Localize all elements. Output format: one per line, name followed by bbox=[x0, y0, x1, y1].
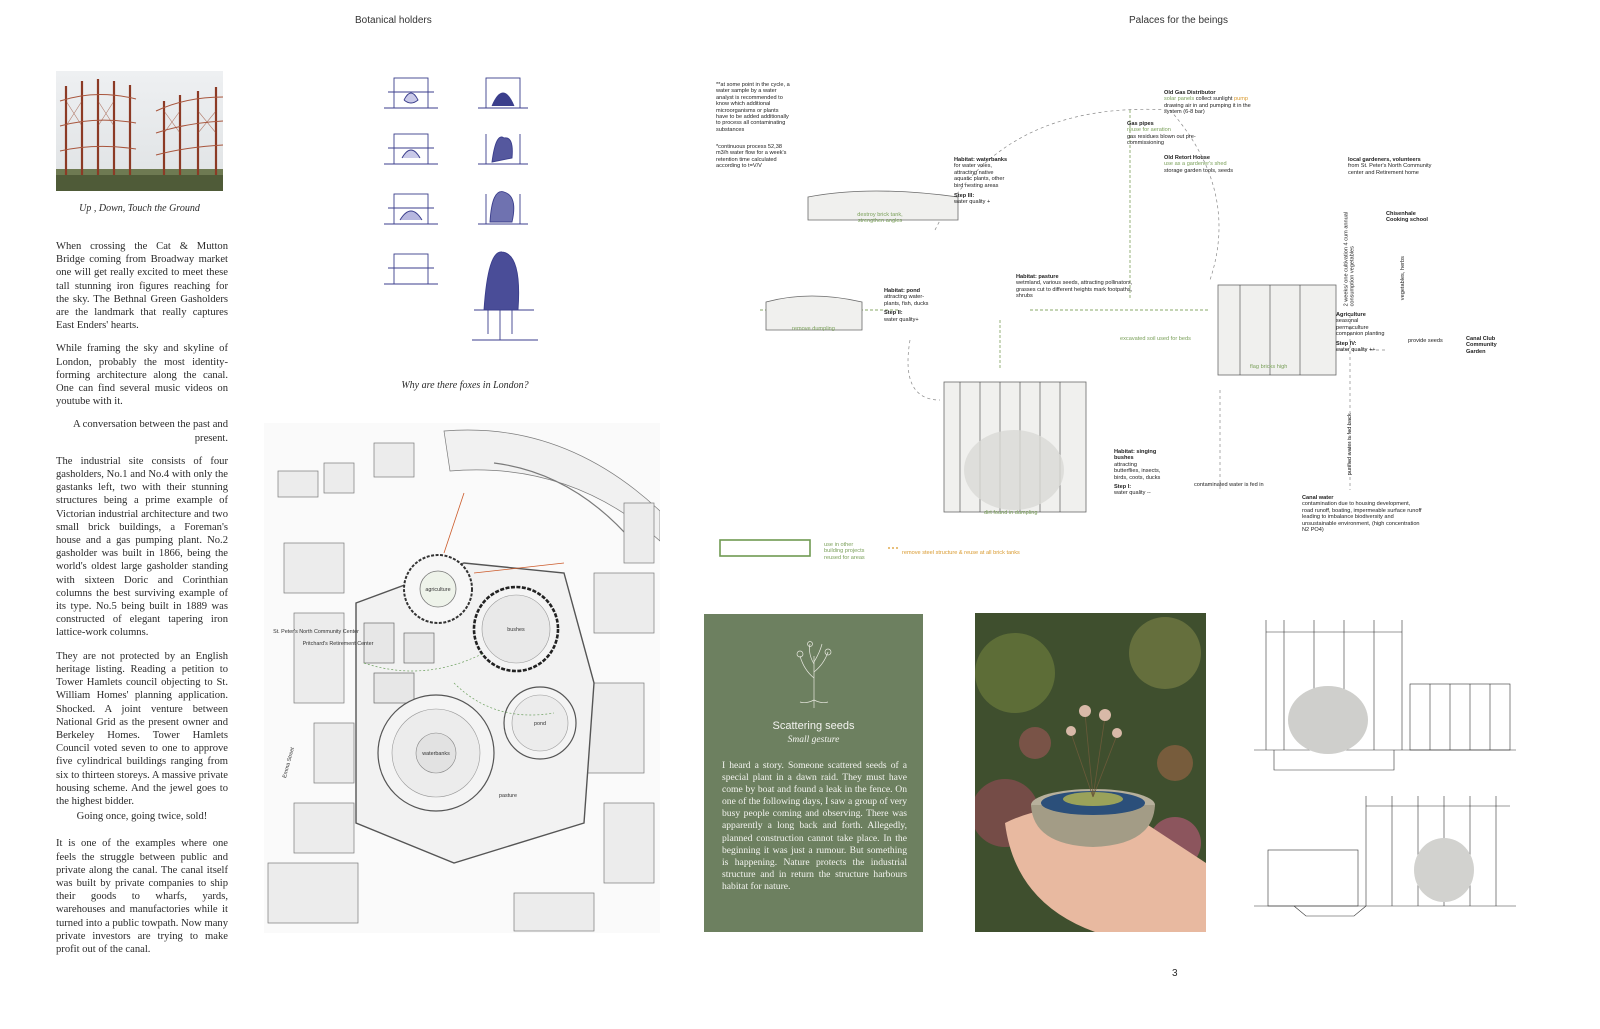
paragraph: They are not protected by an English her… bbox=[56, 650, 228, 807]
old-gas-distributor-label: Old Gas Distributor solar panels collect… bbox=[1164, 90, 1251, 116]
legend-orange: remove steel structure & reuse at all br… bbox=[902, 550, 1020, 556]
scattering-title: Scattering seeds bbox=[772, 720, 855, 732]
paragraph: It is one of the examples where one feel… bbox=[56, 838, 228, 955]
chisenhale-label: Chisenhale Cooking school bbox=[1386, 211, 1428, 224]
paragraph: While framing the sky and skyline of Lon… bbox=[56, 343, 228, 408]
consumption-label: 2 weeks/ one cultivation 4 cum annual co… bbox=[1343, 211, 1356, 307]
page-number: 3 bbox=[1172, 968, 1178, 979]
sketches-caption: Why are there foxes in London? bbox=[401, 380, 529, 391]
page-header-left: Botanical holders bbox=[355, 15, 432, 26]
habitat-pasture-label: Habitat: pasture wetmland, various seeds… bbox=[1016, 274, 1133, 300]
map-label-pritchard: Pritchard's Retirement Center bbox=[303, 641, 374, 647]
waterbanks-note: destroy brick tank, strengthen angles bbox=[857, 212, 903, 225]
photo-caption: Up , Down, Touch the Ground bbox=[79, 203, 200, 214]
paragraph: The industrial site consists of four gas… bbox=[56, 455, 228, 639]
vegetables-label: vegetables, herbs bbox=[1399, 256, 1406, 301]
site-plan: agriculture bushes waterbanks pond pastu… bbox=[264, 423, 660, 933]
agriculture-label: Agriculture seasonal permaculture compan… bbox=[1336, 312, 1385, 354]
habitat-pond-label: Habitat: pond attracting water-plants, f… bbox=[884, 288, 929, 323]
gardeners-label: local gardeners, volunteers from St. Pet… bbox=[1348, 157, 1432, 176]
scattering-body: I heard a story. Someone scattered seeds… bbox=[722, 760, 907, 892]
scattering-subtitle: Small gesture bbox=[787, 735, 840, 745]
section-drawings bbox=[1254, 620, 1516, 917]
botanical-sketches bbox=[384, 77, 538, 341]
bushes-note: dirt found in dumpling bbox=[984, 510, 1038, 516]
map-label-pasture: pasture bbox=[499, 793, 517, 799]
process-diagram bbox=[719, 108, 1385, 557]
planter-photo bbox=[975, 613, 1206, 932]
gas-pipes-label: Gas pipes reuse for aeration gas residue… bbox=[1127, 121, 1196, 147]
paragraph: When crossing the Cat & Mutton Bridge co… bbox=[56, 241, 228, 332]
map-label-pond: pond bbox=[534, 721, 546, 727]
map-label-st-peters: St. Peter's North Community Center bbox=[273, 629, 359, 635]
diagram-note: *continuous process 52,38 m3/h water flo… bbox=[716, 144, 787, 170]
habitat-waterbanks-label: Habitat: waterbanks for water voles, att… bbox=[954, 157, 1008, 206]
diagram-note: **at some point in the cycle, a water sa… bbox=[716, 82, 790, 133]
paragraph: Going once, going twice, sold! bbox=[76, 811, 208, 823]
provide-seeds-label: provide seeds bbox=[1408, 338, 1443, 344]
pond-note: remove dumpling bbox=[792, 326, 835, 332]
habitat-bushes-label: Habitat: singing bushes attracting butte… bbox=[1114, 449, 1161, 497]
gasholder-photo bbox=[56, 71, 223, 191]
scattering-seeds-panel: Scattering seeds Small gesture I heard a… bbox=[704, 614, 923, 932]
body-text-column: When crossing the Cat & Mutton Bridge co… bbox=[56, 240, 228, 966]
retort-house-label: Old Retort House use as a gardener's she… bbox=[1164, 155, 1234, 174]
legend-green: use in other building projects reused fo… bbox=[824, 542, 865, 561]
map-label-waterbanks: waterbanks bbox=[421, 751, 450, 757]
agriculture-note: flag bricks high bbox=[1250, 364, 1288, 370]
canal-water-label: Canal water contamination due to housing… bbox=[1302, 495, 1422, 534]
paragraph: A conversation between the past and pres… bbox=[72, 419, 228, 444]
map-label-agriculture: agriculture bbox=[425, 587, 450, 593]
map-label-bushes: bushes bbox=[507, 627, 525, 633]
contaminated-label: contaminated water is fed in bbox=[1194, 482, 1264, 488]
purified-label: purified water is fed back bbox=[1346, 413, 1353, 476]
canal-club-label: Canal Club Community Garden bbox=[1466, 336, 1497, 355]
page-header-right: Palaces for the beings bbox=[1129, 15, 1228, 26]
soil-note: excavated soil used for beds bbox=[1120, 336, 1191, 342]
seed-plant-icon bbox=[796, 641, 832, 708]
